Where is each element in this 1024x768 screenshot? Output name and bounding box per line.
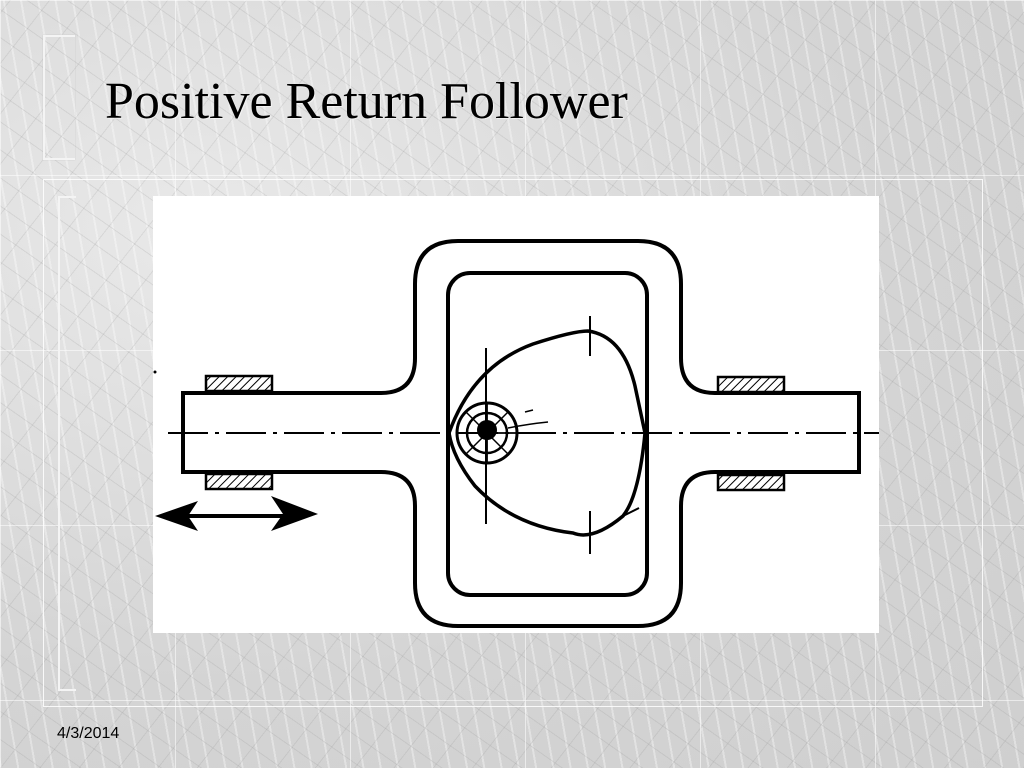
content-area — [43, 179, 983, 707]
title-decoration — [43, 35, 75, 160]
bearing-bottom-left — [204, 472, 274, 491]
bearing-bottom-right — [716, 473, 786, 492]
motion-arrow-icon — [155, 496, 318, 531]
yoke-outer-outline — [181, 239, 861, 628]
bearing-top-left — [204, 374, 274, 393]
content-decoration — [58, 196, 76, 691]
slide-title: Positive Return Follower — [105, 73, 628, 130]
slide-date: 4/3/2014 — [57, 725, 120, 742]
cam-profile — [447, 329, 647, 537]
bearing-top-right — [716, 375, 786, 394]
cam-follower-diagram — [153, 196, 879, 633]
